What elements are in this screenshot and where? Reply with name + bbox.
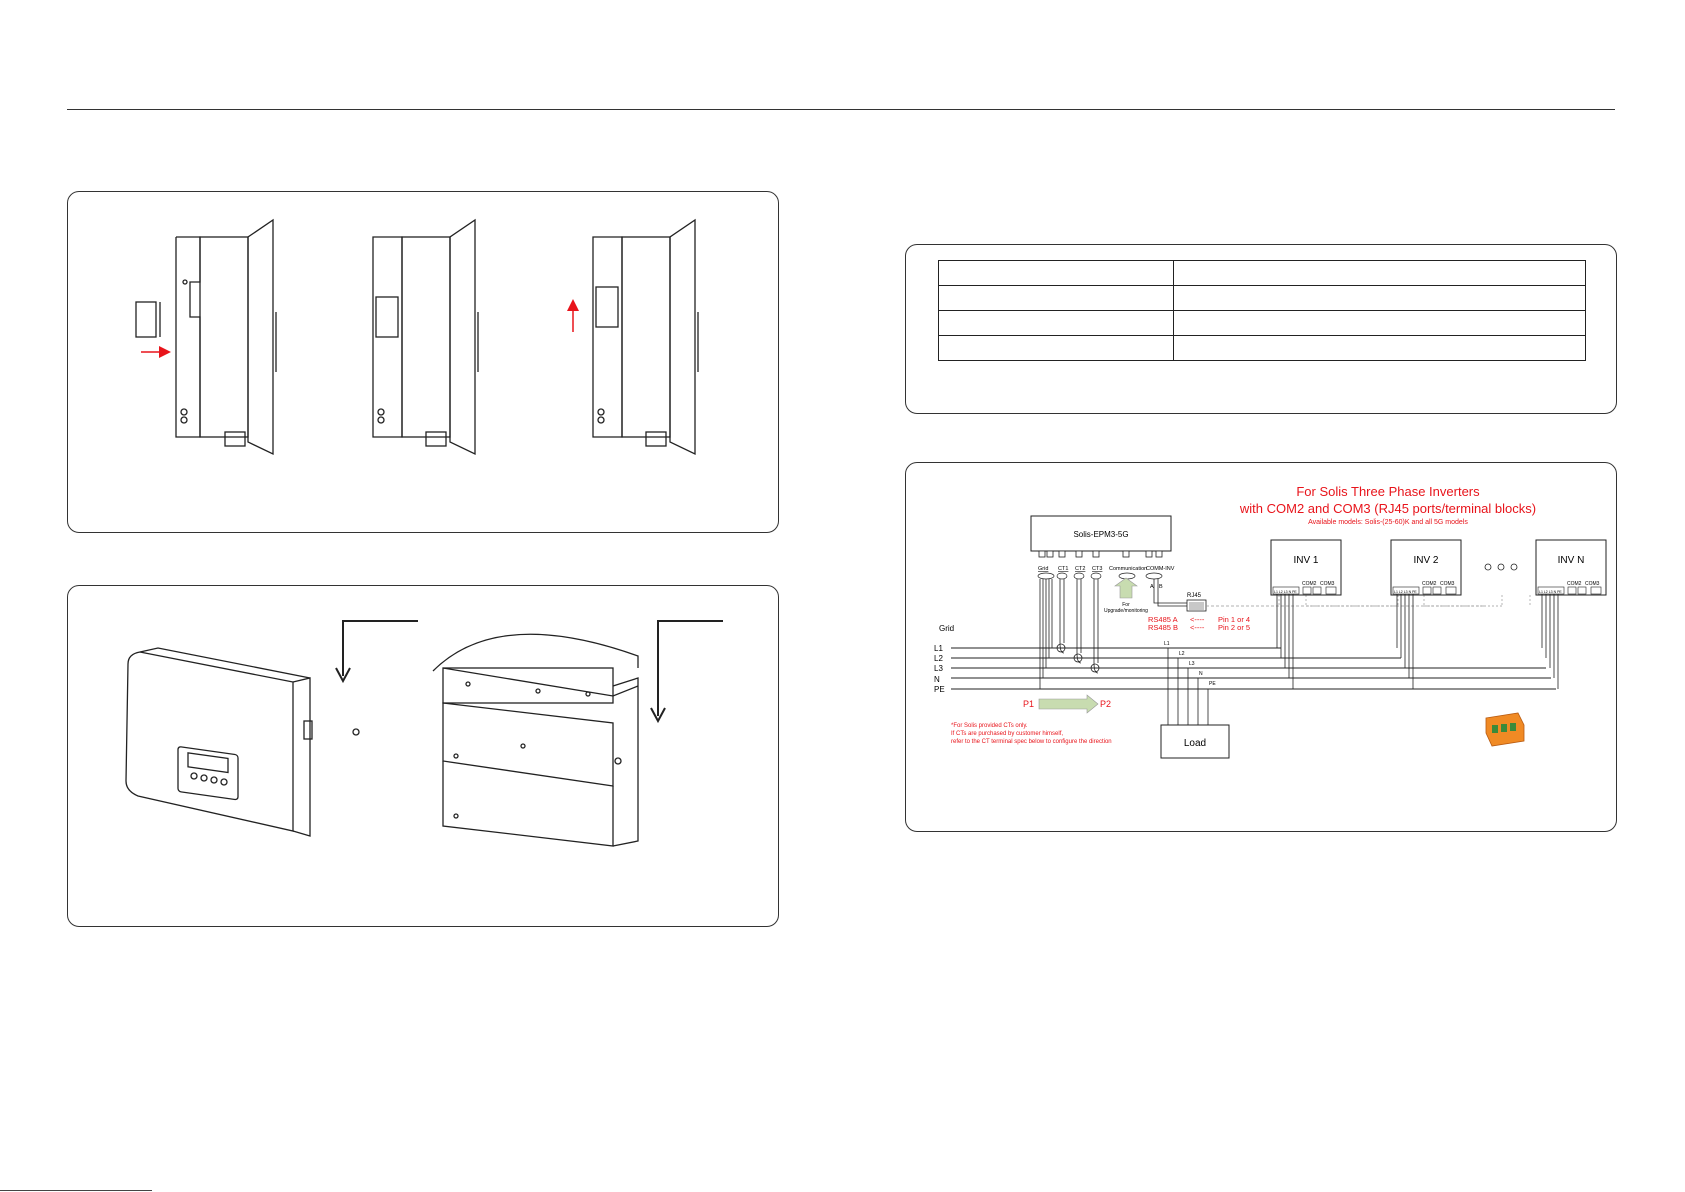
inverter-2: INV 2 L1 L2 L3 N PE COM2 COM3: [1390, 539, 1462, 596]
screw-fixing-panel: [67, 585, 779, 927]
mounting-side-views: [135, 218, 699, 456]
port-ct3-label: CT3: [1092, 566, 1102, 572]
rj45-label: RJ45: [1187, 593, 1202, 599]
three-dots-icon: [1484, 563, 1518, 571]
screw-arrow-1: [342, 620, 418, 676]
side-view-3: [592, 218, 699, 456]
port-comm-inv-label: COMM-INV: [1146, 566, 1175, 572]
table-row: [938, 285, 1586, 311]
terminal-block-icon: [1485, 712, 1525, 747]
footer-rule: [0, 1190, 152, 1191]
tap-l1: L1: [1164, 641, 1170, 647]
inv1-com3: COM3: [1320, 581, 1335, 587]
inv2-label: INV 2: [1413, 555, 1438, 566]
port-communication-label: Communication: [1109, 566, 1147, 572]
line-l3-label: L3: [934, 664, 943, 673]
tap-l3: L3: [1189, 661, 1195, 667]
load-label: Load: [1184, 738, 1206, 749]
inverter-n: INV N L1 L2 L3 N PE COM2 COM3: [1535, 539, 1607, 596]
pin-b-text: Pin 2 or 5: [1218, 623, 1250, 632]
invn-com2: COM2: [1567, 581, 1582, 587]
note-line3: refer to the CT terminal spec below to c…: [951, 739, 1112, 745]
rs485a-label: RS485 A: [1148, 615, 1178, 624]
note-line1: *For Solis provided CTs only.: [951, 723, 1028, 729]
port-grid-label: Grid: [1038, 566, 1048, 572]
meter-ports: [1038, 550, 1163, 558]
pin-a-text: Pin 1 or 4: [1218, 615, 1250, 624]
side-view-1: [135, 218, 277, 456]
mounting-side-views-panel: [67, 191, 779, 533]
inv1-terminals: L1 L2 L3 N PE: [1274, 590, 1297, 594]
spec-table-panel: [905, 244, 1617, 414]
diagram-title-line1: For Solis Three Phase Inverters: [1296, 484, 1480, 499]
header-rule: [67, 109, 1615, 110]
inv2-com2: COM2: [1422, 581, 1437, 587]
screw-fixing-views: [125, 620, 723, 847]
rs485a-arrow: <----: [1190, 615, 1205, 624]
line-n-label: N: [934, 675, 940, 684]
invn-terminals: L1 L2 L3 N PE: [1539, 590, 1562, 594]
ct-direction-arrow-icon: [1038, 694, 1099, 714]
table-row: [938, 335, 1586, 361]
load-box: [1160, 724, 1230, 759]
rj45-connector-icon: [1186, 599, 1207, 612]
inv1-label: INV 1: [1293, 555, 1318, 566]
grid-bus-lines: [951, 647, 1556, 690]
tap-pe: PE: [1209, 681, 1216, 687]
screw-arrow-2: [657, 620, 723, 716]
line-pe-label: PE: [934, 685, 945, 694]
rs485b-label: RS485 B: [1148, 623, 1178, 632]
table-row: [938, 310, 1586, 336]
meter-front-view: [125, 647, 360, 837]
port-ct2-label: CT2: [1075, 566, 1085, 572]
diagram-title-line2: with COM2 and COM3 (RJ45 ports/terminal …: [1239, 501, 1536, 516]
inverter-1: INV 1 L1 L2 L3 N PE COM2 COM3: [1270, 539, 1342, 596]
wiring-diagram-panel: For Solis Three Phase Inverters with COM…: [905, 462, 1617, 832]
tap-n: N: [1199, 671, 1203, 677]
diagram-subtitle: Available models: Solis-(25-60)K and all…: [1308, 519, 1468, 526]
inv1-com2: COM2: [1302, 581, 1317, 587]
rs485b-arrow: <----: [1190, 623, 1205, 632]
line-l1-label: L1: [934, 644, 943, 653]
tap-l2: L2: [1179, 651, 1185, 657]
upgrade-line1: For: [1122, 602, 1130, 608]
meter-rear-view: [432, 633, 639, 847]
invn-label: INV N: [1558, 555, 1585, 566]
upgrade-arrow-icon: [1114, 577, 1138, 599]
line-l2-label: L2: [934, 654, 943, 663]
invn-com3: COM3: [1585, 581, 1600, 587]
p1-label: P1: [1023, 699, 1034, 709]
meter-label: Solis-EPM3-5G: [1073, 530, 1128, 539]
inv2-terminals: L1 L2 L3 N PE: [1394, 590, 1417, 594]
spec-table: [938, 260, 1586, 361]
pin-b-label: B: [1159, 584, 1163, 590]
meter-box: [1030, 515, 1172, 552]
inv2-com3: COM3: [1440, 581, 1455, 587]
side-view-2: [372, 218, 479, 456]
pin-a-label: A: [1150, 584, 1154, 590]
port-ct1-label: CT1: [1058, 566, 1068, 572]
p2-label: P2: [1100, 699, 1111, 709]
grid-label: Grid: [939, 624, 954, 633]
note-line2: If CTs are purchased by customer himself…: [951, 731, 1063, 737]
upgrade-line2: Upgrade/monitoring: [1104, 608, 1148, 614]
table-row: [938, 260, 1586, 286]
wiring-diagram: For Solis Three Phase Inverters with COM…: [934, 484, 1607, 759]
